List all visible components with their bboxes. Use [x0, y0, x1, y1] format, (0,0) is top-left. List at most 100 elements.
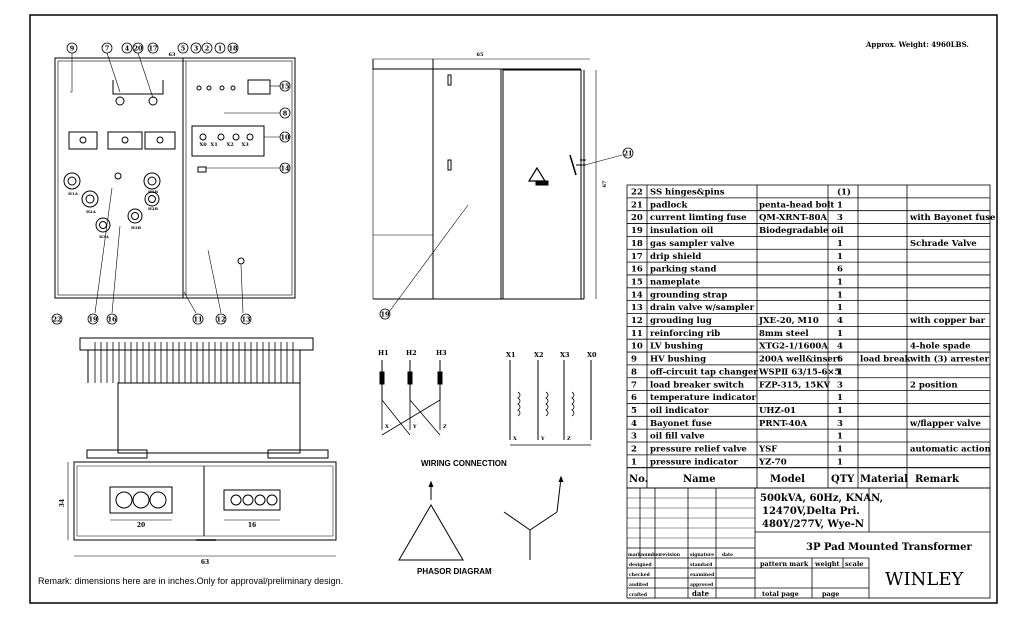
bom-cell-remark: with copper bar	[909, 316, 986, 326]
scale-label: scale	[845, 560, 863, 568]
bom-cell-model: 200A well&insert	[759, 355, 841, 365]
bom-cell-model: UHZ-01	[759, 406, 796, 416]
callout-5-text: 5	[181, 45, 186, 53]
bom-cell-no: 10	[631, 342, 643, 352]
bom-cell-name: HV bushing	[650, 355, 706, 365]
callout-11	[192, 313, 204, 325]
callout-18-text: 18	[228, 45, 238, 53]
bom-cell-name: temperature indicator	[650, 393, 756, 403]
bom-cell-no: 9	[631, 355, 637, 365]
bom-cell-qty: 4	[837, 316, 843, 326]
bom-cell-no: 19	[631, 226, 643, 236]
bom-header-remark: Remark	[915, 474, 960, 485]
bom-cell-no: 18	[631, 239, 643, 249]
bushing-h1a: H1A	[68, 191, 79, 196]
signoff-audited: audited	[629, 582, 649, 588]
callout-1	[214, 42, 226, 54]
weight-note: Approx. Weight: 4960LBS.	[865, 40, 969, 49]
bom-table	[626, 184, 991, 489]
callout-5	[177, 42, 189, 54]
terminal-h2: H2	[406, 349, 417, 357]
bushing-h1b: H1B	[148, 189, 159, 194]
callout-7-text: 7	[105, 45, 110, 53]
bom-cell-name: gas sampler valve	[650, 239, 735, 249]
bom-cell-qty: 1	[837, 367, 843, 377]
page-label: page	[822, 590, 839, 598]
terminal-x3: X3	[560, 351, 570, 359]
rev-header-revision: revision	[660, 552, 681, 558]
bom-cell-no: 8	[631, 367, 637, 377]
bom-cell-qty: 1	[837, 303, 843, 313]
bom-cell-qty: 6	[837, 265, 843, 275]
bom-cell-qty: 3	[837, 419, 843, 429]
callout-3-text: 3	[194, 45, 199, 53]
bom-header-name: Name	[683, 474, 716, 485]
rev-header-date: date	[722, 552, 733, 558]
pattern-mark-label: pattern mark	[760, 560, 809, 568]
bom-cell-name: pressure indicator	[650, 457, 738, 467]
callout-9	[66, 42, 78, 54]
hv-winding-y: Y	[412, 424, 417, 430]
side-view	[372, 58, 623, 313]
rev-header-signature: signature	[690, 552, 714, 558]
bom-cell-no: 14	[631, 290, 643, 300]
bom-cell-qty: 1	[837, 239, 843, 249]
callout-16-text: 16	[107, 316, 117, 324]
callout-17-text: 17	[148, 45, 157, 53]
callout-1-text: 1	[218, 45, 223, 53]
bom-cell-model: JXE-20, M10	[758, 316, 819, 326]
bom-cell-model: FZP-315, 15KV	[759, 380, 831, 390]
elevation-view	[67, 337, 337, 557]
signoff-date: date	[692, 589, 710, 598]
rev-header-mark: mark	[628, 552, 642, 558]
company-logo-text: WINLEY	[885, 569, 964, 590]
spec-line-2: 12470V,Delta Pri.	[762, 506, 860, 517]
callout-22-text: 22	[52, 316, 61, 324]
bom-cell-no: 2	[631, 445, 637, 455]
side-height-dim: 67	[602, 180, 608, 187]
callout-21	[622, 147, 634, 159]
bom-cell-name: pressure relief valve	[650, 445, 747, 455]
bom-cell-qty: (1)	[837, 187, 851, 198]
lv-winding-x: X	[513, 436, 517, 442]
rev-header-number: number	[641, 552, 661, 558]
bom-cell-name: grouding lug	[650, 316, 712, 326]
bom-cell-name: padlock	[650, 200, 688, 210]
hv-winding-z: Z	[443, 424, 447, 430]
callout-12-text: 12	[216, 316, 225, 324]
callout-8	[279, 107, 291, 119]
lv-spacing-dim: 16	[248, 522, 256, 529]
lv-winding-z: Z	[567, 436, 571, 442]
bom-cell-remark: w/flapper valve	[909, 419, 981, 429]
terminal-x0: X0	[587, 351, 597, 359]
bom-cell-model: 8mm steel	[759, 329, 809, 339]
bushing-h3a: H3A	[99, 234, 110, 239]
bom-cell-material: load break	[860, 355, 912, 365]
bom-cell-no: 11	[631, 329, 643, 339]
callout-9-text: 9	[70, 45, 75, 53]
side-callouts	[379, 147, 634, 320]
front-callouts	[51, 42, 291, 325]
bom-cell-no: 12	[631, 316, 643, 326]
bom-cell-qty: 1	[837, 406, 843, 416]
callout-19-side	[379, 308, 391, 320]
bushing-h2b: H2B	[148, 206, 159, 211]
callout-11-text: 11	[193, 316, 202, 324]
bom-cell-no: 21	[631, 200, 643, 210]
callout-19-side-text: 19	[380, 311, 390, 319]
spec-line-1: 500kVA, 60Hz, KNAN,	[760, 493, 883, 504]
callout-12	[215, 313, 227, 325]
bom-cell-qty: 1	[837, 329, 843, 339]
callout-17	[147, 42, 159, 54]
bom-cell-qty: 1	[837, 457, 843, 467]
callout-10-text: 10	[280, 134, 290, 142]
bom-cell-qty: 1	[837, 252, 843, 262]
